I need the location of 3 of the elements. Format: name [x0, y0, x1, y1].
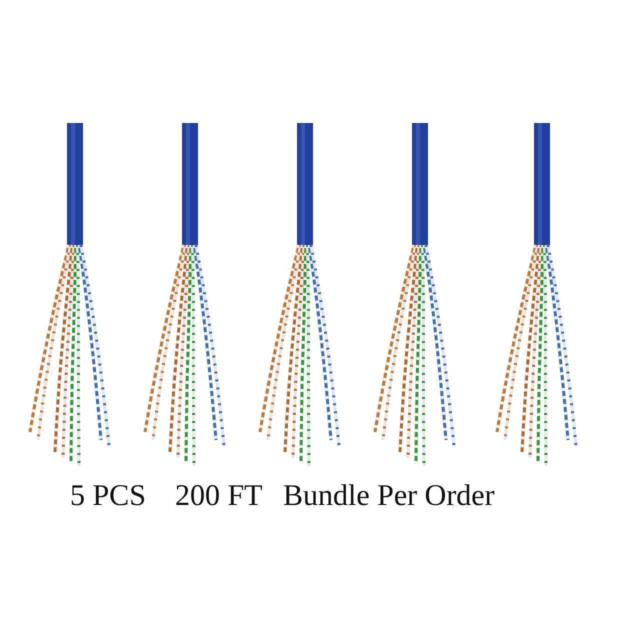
caption-text: 5 PCS — [70, 478, 146, 514]
caption-text: 200 FT — [175, 478, 263, 514]
caption-text: Bundle Per Order — [283, 478, 495, 514]
